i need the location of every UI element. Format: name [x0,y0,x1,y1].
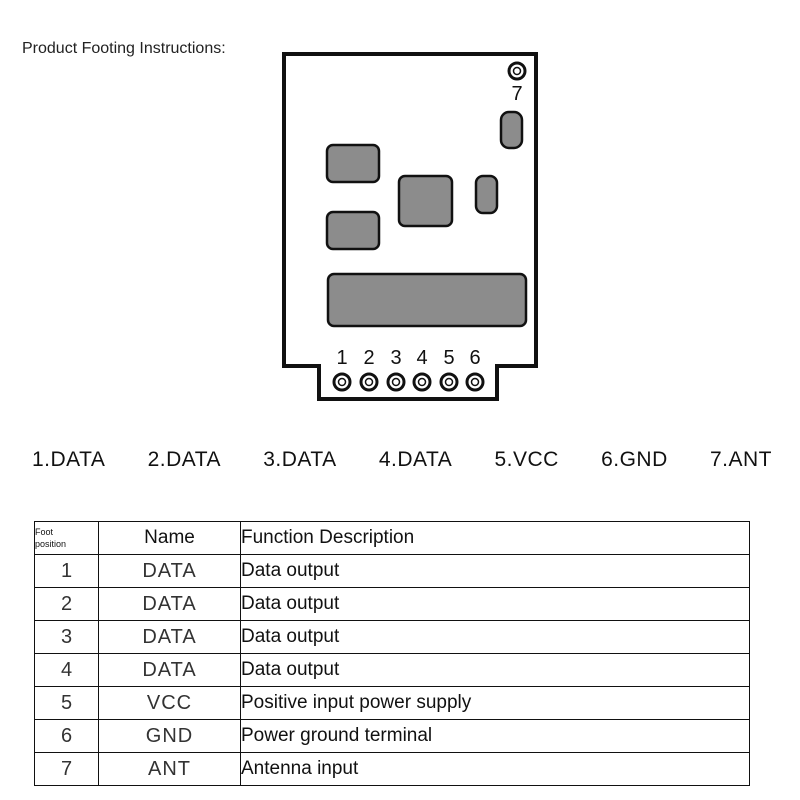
row-description: Data output [240,653,750,687]
row-description: Power ground terminal [240,719,750,753]
header-foot-position: Foot position [34,521,99,555]
page-heading: Product Footing Instructions: [22,40,226,57]
pin-legend-item-4: 4.DATA [378,448,453,471]
row-description: Data output [240,620,750,654]
component-chip-lower-left [325,210,381,251]
row-position: 3 [34,620,99,654]
pin-label-5: 5 [443,347,454,369]
table-row: 6 GND Power ground terminal [34,719,750,753]
pin-label-4: 4 [416,347,427,369]
table-row: 4 DATA Data output [34,653,750,687]
bottom-pin-pads [332,372,485,392]
bottom-pin-labels: 1 2 3 4 5 6 [336,347,480,369]
row-position: 1 [34,554,99,588]
row-name: GND [98,719,241,753]
pin-label-1: 1 [336,347,347,369]
pin-pad-3-hole [391,377,401,387]
table-row: 2 DATA Data output [34,587,750,621]
pin-function-table: Foot position Name Function Description … [34,521,750,786]
pin-legend-item-7: 7.ANT [709,448,772,471]
module-footprint-diagram: 7 1 2 3 4 5 6 [282,52,538,401]
pin-pad-4-hole [417,377,427,387]
pin-legend-item-2: 2.DATA [147,448,222,471]
pin-label-7: 7 [511,83,522,105]
component-capsule-small [474,174,499,215]
row-description: Data output [240,554,750,588]
pin-pad-5-hole [444,377,454,387]
row-name: DATA [98,587,241,621]
table-header-row: Foot position Name Function Description [34,521,750,555]
table-row: 5 VCC Positive input power supply [34,686,750,720]
table-row: 1 DATA Data output [34,554,750,588]
row-name: DATA [98,620,241,654]
header-function-description: Function Description [240,521,750,555]
row-description: Data output [240,587,750,621]
pin-legend-item-1: 1.DATA [32,448,106,471]
pin-pad-1-hole [337,377,347,387]
pin-pad-7-hole [512,66,522,76]
pin-legend-item-3: 3.DATA [263,448,337,471]
pin-pad-6-hole [470,377,480,387]
pin-label-3: 3 [390,347,401,369]
table-row: 7 ANT Antenna input [34,752,750,786]
row-position: 7 [34,752,99,786]
pin-label-6: 6 [469,347,480,369]
pin-legend-item-5: 5.VCC [494,448,559,471]
component-long-bar [326,272,528,328]
component-chip-center [397,174,454,228]
pin-pad-2-hole [364,377,374,387]
row-description: Positive input power supply [240,686,750,720]
table-row: 3 DATA Data output [34,620,750,654]
header-name: Name [98,521,241,555]
header-foot-line2: position [35,539,67,549]
row-position: 4 [34,653,99,687]
pin-label-2: 2 [363,347,374,369]
row-name: DATA [98,653,241,687]
component-capsule-top [499,110,524,150]
row-name: DATA [98,554,241,588]
row-name: VCC [98,686,241,720]
row-name: ANT [98,752,241,786]
header-foot-line1: Foot [35,527,54,537]
row-position: 2 [34,587,99,621]
row-position: 5 [34,686,99,720]
pin-legend: 1.DATA 2.DATA 3.DATA 4.DATA 5.VCC 6.GND … [32,448,772,472]
row-description: Antenna input [240,752,750,786]
pin-legend-item-6: 6.GND [601,448,668,471]
row-position: 6 [34,719,99,753]
component-chip-upper-left [325,143,381,184]
